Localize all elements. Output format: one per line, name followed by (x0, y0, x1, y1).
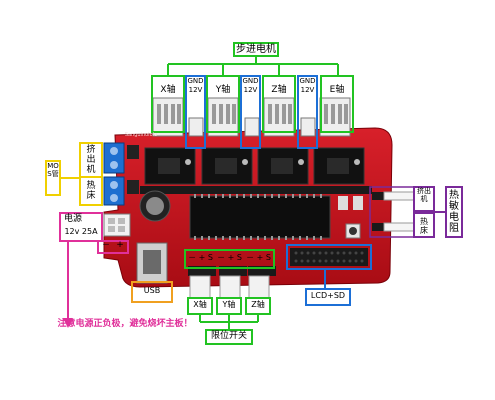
lcd-header (290, 248, 368, 266)
power-minus: － (102, 240, 110, 249)
right-hotbed-label: 热床 (420, 217, 428, 235)
limit-x-label: X轴 (193, 300, 207, 309)
limit-z-label: Z轴 (251, 300, 265, 309)
v12-label-3: 12V (300, 86, 315, 94)
thermistor-box (445, 186, 463, 238)
axis-x-box (151, 75, 185, 133)
axis-z-label: Z轴 (271, 85, 287, 95)
axis-e-box (320, 75, 354, 133)
stepper-drivers (144, 147, 365, 185)
endstop-pins-box (184, 249, 275, 269)
left-extruder-label: 挤出机 (86, 145, 96, 175)
power-spec: 12v 25A (64, 227, 98, 236)
axis-e-label: E轴 (329, 85, 345, 95)
mosfet-terminals (103, 142, 139, 206)
gnd-label-3: GND (299, 77, 316, 85)
power-plus: + (116, 240, 124, 250)
usb-box (131, 281, 173, 303)
endstop-pins-x: － + S (188, 253, 213, 262)
stepper-connectors (152, 97, 351, 137)
endstop-pins-y: － + S (217, 253, 242, 262)
usb-label: USB (143, 286, 161, 295)
mosfet-label: MOS管 (47, 162, 59, 178)
right-extruder-label: 挤出机 (417, 187, 431, 203)
endstop-headers (188, 266, 276, 299)
board-silkscreen: Sanguinololu (124, 132, 158, 138)
power-connector (103, 213, 131, 237)
v12-label-1: 12V (188, 86, 203, 94)
limit-switch-title-box (205, 329, 253, 345)
lcd-sd-box (305, 288, 351, 306)
thermistor-label: 热敏电阻 (449, 190, 459, 234)
axis-x-label: X轴 (160, 85, 176, 95)
lcd-box (286, 244, 372, 270)
power-label-box (59, 212, 103, 242)
endstop-pins-z: － + S (246, 253, 271, 262)
v12-label-2: 12V (243, 86, 258, 94)
lcd-sd-label: LCD+SD (310, 291, 346, 300)
stepper-title: 步进电机 (236, 44, 276, 55)
axis-z-box (262, 75, 296, 133)
axis-y-label: Y轴 (215, 85, 231, 95)
power-label: 电源 (63, 214, 82, 224)
power-polarity-box (97, 240, 129, 254)
limit-switch-title: 限位开关 (210, 331, 247, 341)
microcontroller (189, 195, 331, 239)
gnd-label-2: GND (242, 77, 259, 85)
left-hotbed-box (79, 176, 103, 206)
left-hotbed-label: 热床 (86, 181, 96, 201)
power-box-1 (185, 75, 206, 149)
limit-y-label: Y轴 (222, 300, 236, 309)
axis-y-box (206, 75, 240, 133)
warning-text: 注意电源正负极，避免烧坏主板！ (57, 319, 193, 329)
power-box-2 (240, 75, 261, 149)
gnd-label-1: GND (187, 77, 204, 85)
power-box-3 (297, 75, 318, 149)
pin-header-row (140, 186, 372, 194)
